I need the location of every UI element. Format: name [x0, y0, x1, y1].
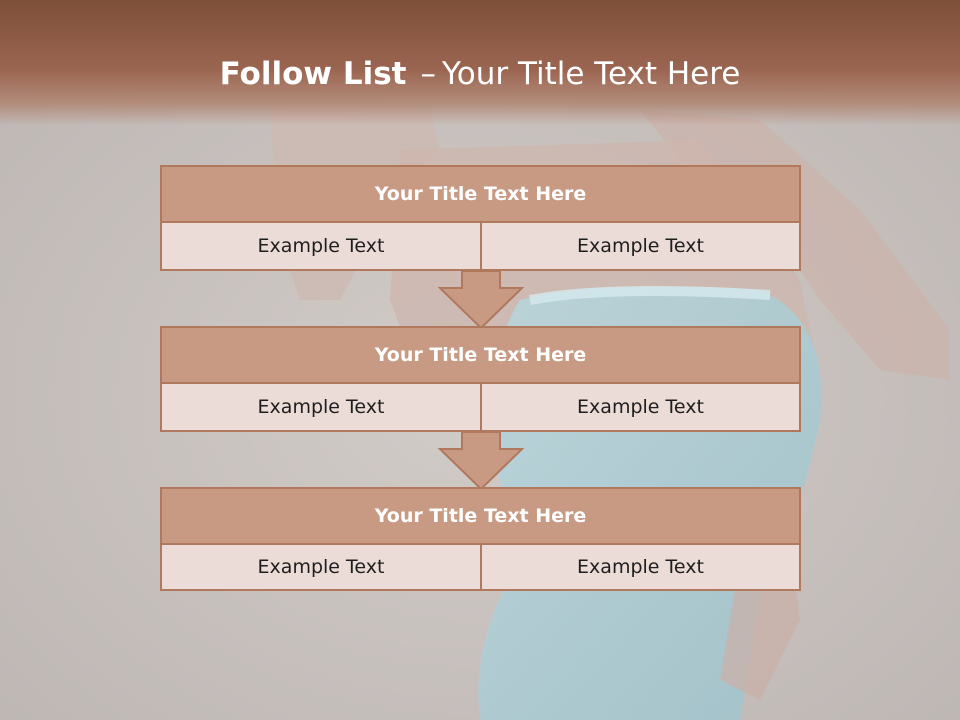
block-cell-left: Example Text: [160, 543, 482, 591]
block-title: Your Title Text Here: [160, 165, 801, 223]
block-cell-right: Example Text: [480, 382, 801, 432]
block-title: Your Title Text Here: [160, 326, 801, 384]
down-arrow-icon: [438, 431, 524, 491]
block-cell-left: Example Text: [160, 382, 482, 432]
slide-title-rest: Your Title Text Here: [441, 56, 741, 92]
block-cell-right: Example Text: [480, 221, 801, 271]
slide-title-separator: –: [420, 56, 436, 92]
block-title: Your Title Text Here: [160, 487, 801, 545]
block-cell-right: Example Text: [480, 543, 801, 591]
down-arrow-icon: [438, 270, 524, 330]
slide-title-bold: Follow List: [219, 56, 407, 92]
slide-title: Follow List–Your Title Text Here: [0, 52, 960, 96]
block-cell-left: Example Text: [160, 221, 482, 271]
header-band: [0, 0, 960, 125]
